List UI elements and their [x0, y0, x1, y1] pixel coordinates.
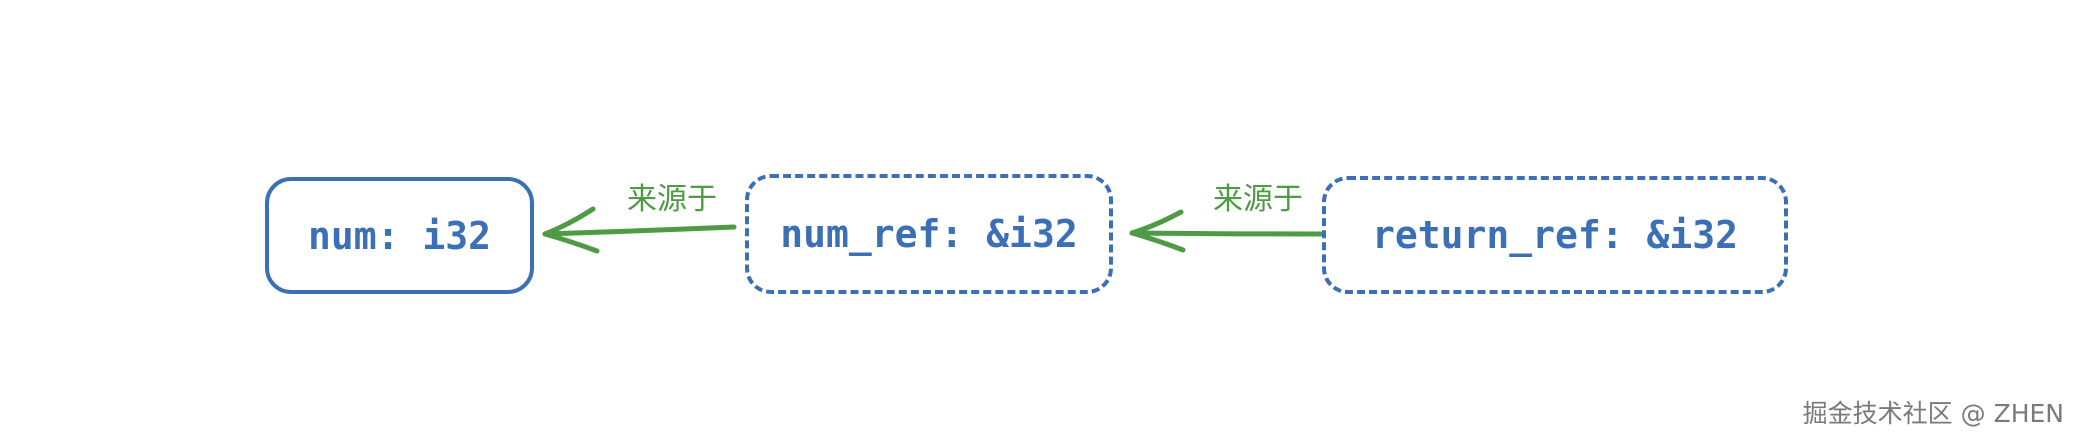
- node-num-ref-label: num_ref: &i32: [780, 212, 1078, 256]
- node-num-ref: num_ref: &i32: [745, 174, 1113, 294]
- arrow-shaft: [542, 224, 737, 237]
- arrow-head: [1129, 209, 1186, 253]
- node-return-ref-label: return_ref: &i32: [1371, 213, 1739, 257]
- arrow-shaft: [1129, 230, 1324, 237]
- edge-label-num-ref-to-num: 来源于: [627, 182, 717, 217]
- node-num: num: i32: [265, 177, 534, 294]
- arrow-return-ref-to-num-ref: [1129, 209, 1324, 253]
- node-return-ref: return_ref: &i32: [1322, 176, 1788, 294]
- edge-label-return-ref-to-num-ref: 来源于: [1213, 182, 1303, 217]
- arrow-head: [542, 206, 600, 254]
- arrow-num-ref-to-num: [542, 206, 737, 254]
- node-num-label: num: i32: [307, 213, 492, 258]
- watermark: 掘金技术社区 @ ZHEN: [1802, 399, 2064, 428]
